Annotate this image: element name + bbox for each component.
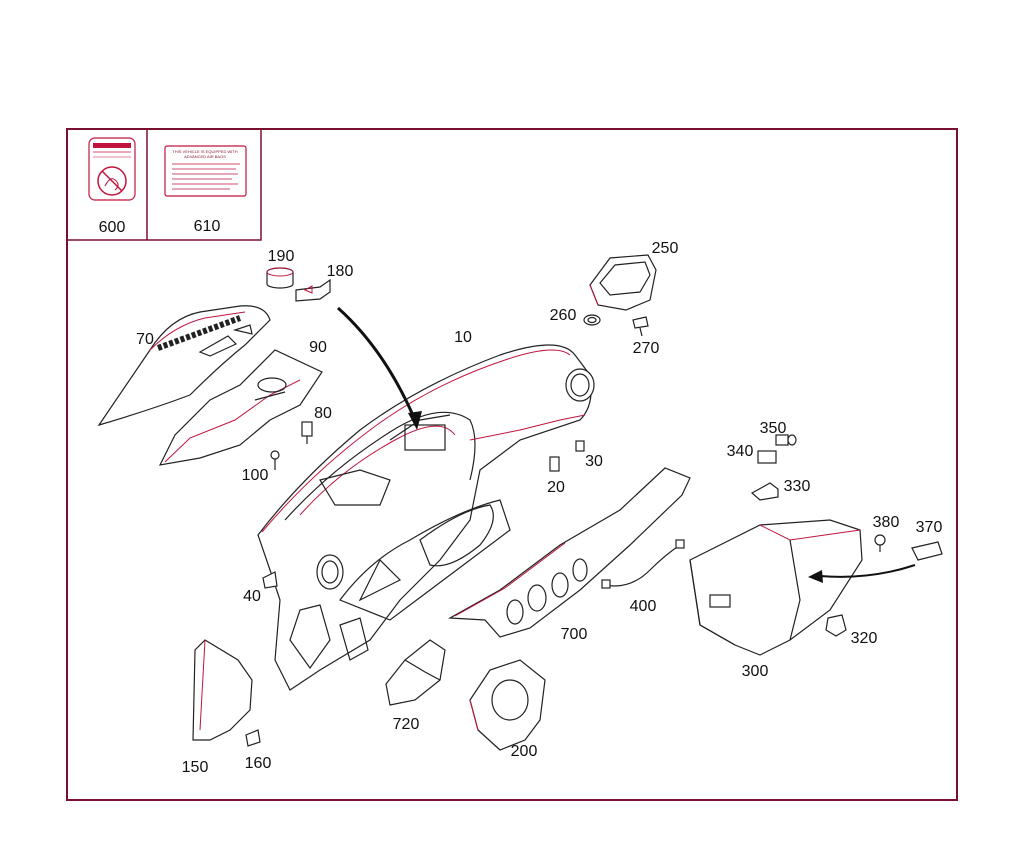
label-250: 250	[652, 240, 679, 257]
label-40: 40	[243, 588, 261, 605]
part-160-clip	[245, 729, 261, 747]
label-160: 160	[245, 755, 272, 772]
label-30: 30	[585, 453, 603, 470]
label-300: 300	[742, 663, 769, 680]
label-270: 270	[633, 340, 660, 357]
part-250-airbag-module	[589, 254, 657, 311]
part-350-bulb	[775, 434, 797, 446]
part-10-instrument-panel	[257, 344, 595, 691]
label-370: 370	[916, 519, 943, 536]
part-30-clip	[575, 440, 585, 452]
part-400-cable	[601, 539, 685, 589]
part-300-glove-box	[689, 519, 863, 656]
part-610-airbag-label: THIS VEHICLE IS EQUIPPED WITH ADVANCED A…	[164, 145, 247, 197]
part-380-screw	[874, 534, 886, 552]
part-180-clip	[295, 278, 331, 302]
inset-box-lines	[67, 129, 262, 241]
part-260-grommet	[583, 314, 601, 326]
part-90-cover-panel	[158, 349, 323, 466]
label-260: 260	[550, 307, 577, 324]
label-720: 720	[393, 716, 420, 733]
label-180: 180	[327, 263, 354, 280]
part-270-bolt	[632, 316, 649, 337]
label-190: 190	[268, 248, 295, 265]
label-600: 600	[99, 219, 126, 236]
label-70: 70	[136, 331, 154, 348]
label-700: 700	[561, 626, 588, 643]
part-700-trim-strip	[447, 467, 691, 638]
pointer-arrow-190	[337, 306, 417, 421]
label-90: 90	[309, 339, 327, 356]
part-80-clip	[301, 421, 313, 444]
label-10: 10	[454, 329, 472, 346]
label-340: 340	[727, 443, 754, 460]
label-320: 320	[851, 630, 878, 647]
label-400: 400	[630, 598, 657, 615]
label-380: 380	[873, 514, 900, 531]
label-200: 200	[511, 743, 538, 760]
label-330: 330	[784, 478, 811, 495]
sticker-610-line2: ADVANCED AIR BAGS	[184, 154, 226, 159]
label-610: 610	[194, 218, 221, 235]
diagram-frame	[66, 128, 958, 801]
pointer-arrow-370-head	[808, 570, 823, 583]
pointer-arrow-370	[819, 564, 916, 578]
part-600-warning-sticker	[88, 137, 136, 201]
label-80: 80	[314, 405, 332, 422]
part-70-left-trim	[97, 305, 271, 427]
part-190-cap	[266, 267, 294, 289]
part-150-side-cover	[192, 639, 253, 741]
part-340-connector	[757, 450, 777, 464]
label-150: 150	[182, 759, 209, 776]
label-100: 100	[242, 467, 269, 484]
part-370-switch	[911, 541, 943, 561]
sticker-610-line1: THIS VEHICLE IS EQUIPPED WITH	[172, 149, 237, 154]
part-100-screw	[270, 450, 280, 470]
part-330-switch	[750, 482, 779, 501]
pointer-arrow-190-head	[408, 411, 422, 430]
part-40-clip	[262, 571, 278, 589]
part-200-steering-cover	[469, 659, 546, 751]
label-350: 350	[760, 420, 787, 437]
part-320-latch	[825, 614, 847, 637]
part-720-cover	[385, 639, 446, 706]
part-20-clip	[549, 456, 560, 472]
label-20: 20	[547, 479, 565, 496]
